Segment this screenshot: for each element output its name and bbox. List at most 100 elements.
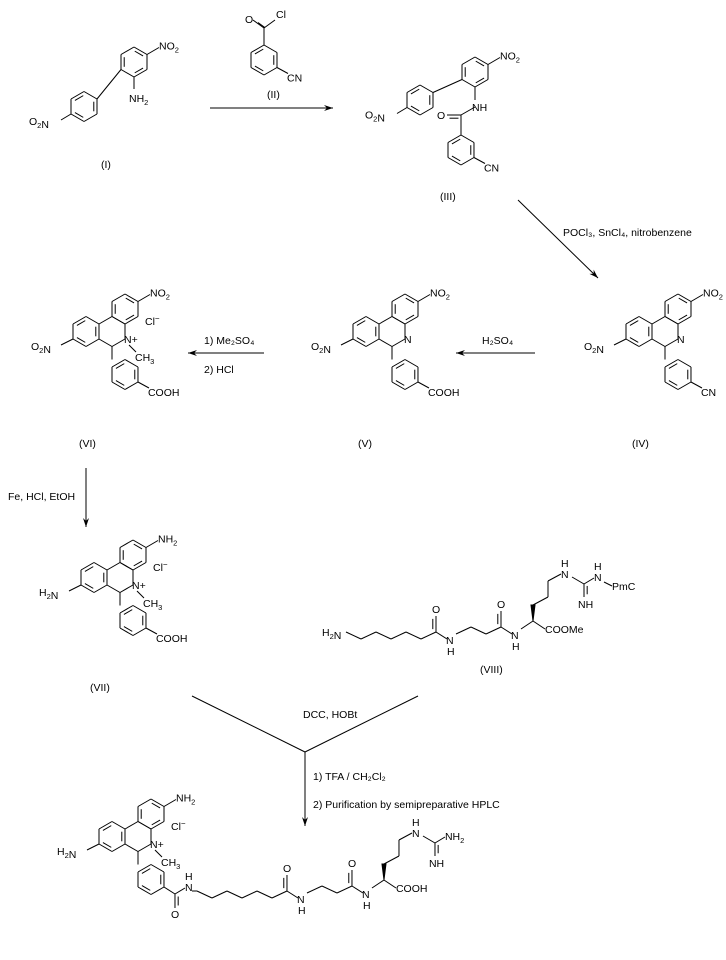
compound-i-ring-b-bond [83,113,98,122]
carbonyl-inner [257,22,266,29]
guanidine-n: N [594,572,602,584]
compound-vi-ring-mid-bond [98,338,113,347]
compound-label-ii: (II) [267,89,280,101]
nitro-group: NO2 [159,41,179,55]
nitro-group: NO2 [500,51,520,65]
final-product-ring-aryl-bond-inner [141,885,151,891]
compound-vi-ring-left-bond [85,316,100,325]
oxygen-atom: O [245,14,253,26]
compound-i-ring-a-bond [133,69,148,78]
bond [136,590,145,599]
convergent-line-right [304,695,419,753]
compound-label-iii: (III) [440,191,456,203]
imine-group: NH [429,858,444,870]
compound-vi-ring-aryl-bond-inner [115,380,125,386]
final-product-ring-left-bond-inner [102,842,112,848]
bond [603,581,613,587]
amino-group: NH2 [445,831,464,845]
compound-iii-ring-b-bond [419,107,434,116]
compound-vi-ring-aryl-bond [111,381,126,390]
substituent-top: NO2 [430,288,450,302]
compound-iii-ring-c-bond [460,157,475,166]
methyl-group: CH3 [143,598,162,612]
final-product-ring-top-bond [150,821,165,830]
compound-v-ring-aryl-bond [391,381,406,390]
compound-iv-ring-top-bond [664,293,679,302]
amide-h: H [363,900,371,912]
compound-v-ring-top-bond [404,293,419,302]
compound-vii-ring-left-bond [93,584,108,593]
compound-vi-ring-left-bond [72,316,87,325]
compound-iii-ring-a-bond-inner [475,60,485,67]
compound-vii-ring-top-bond [132,562,147,571]
compound-v-ring-aryl-bond [391,359,406,368]
bond [396,107,408,114]
compound-i-ring-b-bond [70,91,85,100]
compound-vii-ring-top-bond [119,539,134,548]
chain-bond [345,631,362,640]
methyl-ester: COOMe [545,624,584,636]
compound-vii-ring-top-bond [132,539,147,548]
compound-iii-ring-c-bond-inner [451,155,461,162]
bond [163,886,176,895]
compound-ii-ring-bond [263,44,278,53]
bond [500,626,513,635]
bond [174,887,186,895]
imine-group: NH [578,599,593,611]
oxygen-atom: O [432,604,440,616]
compound-ii-ring-bond-inner [254,65,264,72]
compound-vi-ring-aryl-bond-inner [115,363,125,369]
compound-vi-ring-left-bond-inner [76,320,86,326]
reagent-step4-line2: 2) HCl [204,364,234,376]
compound-vi-ring-aryl-bond [111,359,126,368]
chain-bond [420,631,437,640]
compound-v-ring-mid-bond [378,338,393,347]
compound-v-ring-mid-bond [391,338,406,347]
chain-bond [256,890,273,899]
bond [434,836,446,844]
bond [60,338,74,346]
compound-iii-ring-a-bond-inner [475,77,485,84]
compound-v-ring-aryl-bond [404,359,419,368]
amide-h: H [447,646,455,658]
compound-v-ring-top-bond [404,316,419,325]
compound-iv-ring-mid-bond [664,316,679,325]
compound-iii-ring-a-bond [474,56,489,65]
compound-iv-ring-left-bond [638,316,653,325]
final-product-ring-top-bond [150,798,165,807]
compound-vi-ring-left-bond-inner [76,337,86,343]
compound-iii-ring-a-bond [461,56,476,65]
compound-vii-ring-aryl-bond-inner [123,626,133,632]
bond [137,294,151,302]
compound-i-ring-b-bond [83,91,98,100]
chain-bond [547,573,562,582]
compound-vi-ring-mid-bond [111,316,126,325]
chain-bond [271,890,288,899]
chain-bond [196,890,213,899]
chain-bond [241,890,258,899]
compound-v-ring-left-bond [352,338,367,347]
ring-nitrogen: N+ [124,334,138,346]
chain-bond [375,631,392,640]
reagent-step5: Fe, HCl, EtOH [8,491,75,503]
guanidine-h: H [412,817,420,829]
compound-vi-ring-top-bond-inner [125,297,135,304]
compound-iii-ring-c-bond-inner [451,138,461,145]
compound-i-ring-a-bond-inner [134,67,144,74]
chloride-ion: Cl− [171,819,186,833]
compound-iii-ring-c-bond [447,134,462,143]
amide-n: N [362,889,370,901]
bond [145,540,159,548]
compound-v-ring-left-bond-inner [356,337,366,343]
final-product-ring-aryl-bond [137,864,152,873]
amide-n: N [511,630,519,642]
compound-iii-ring-b-bond [419,84,434,93]
compound-i-ring-a-bond [133,46,148,55]
final-product-ring-mid-bond [124,821,139,830]
compound-iii-ring-c-bond [460,134,475,143]
bond [520,620,534,630]
compound-iv-ring-left-bond [638,338,653,347]
compound-vii-ring-mid-bond [119,562,134,571]
compound-vii-ring-mid-bond [106,584,121,593]
